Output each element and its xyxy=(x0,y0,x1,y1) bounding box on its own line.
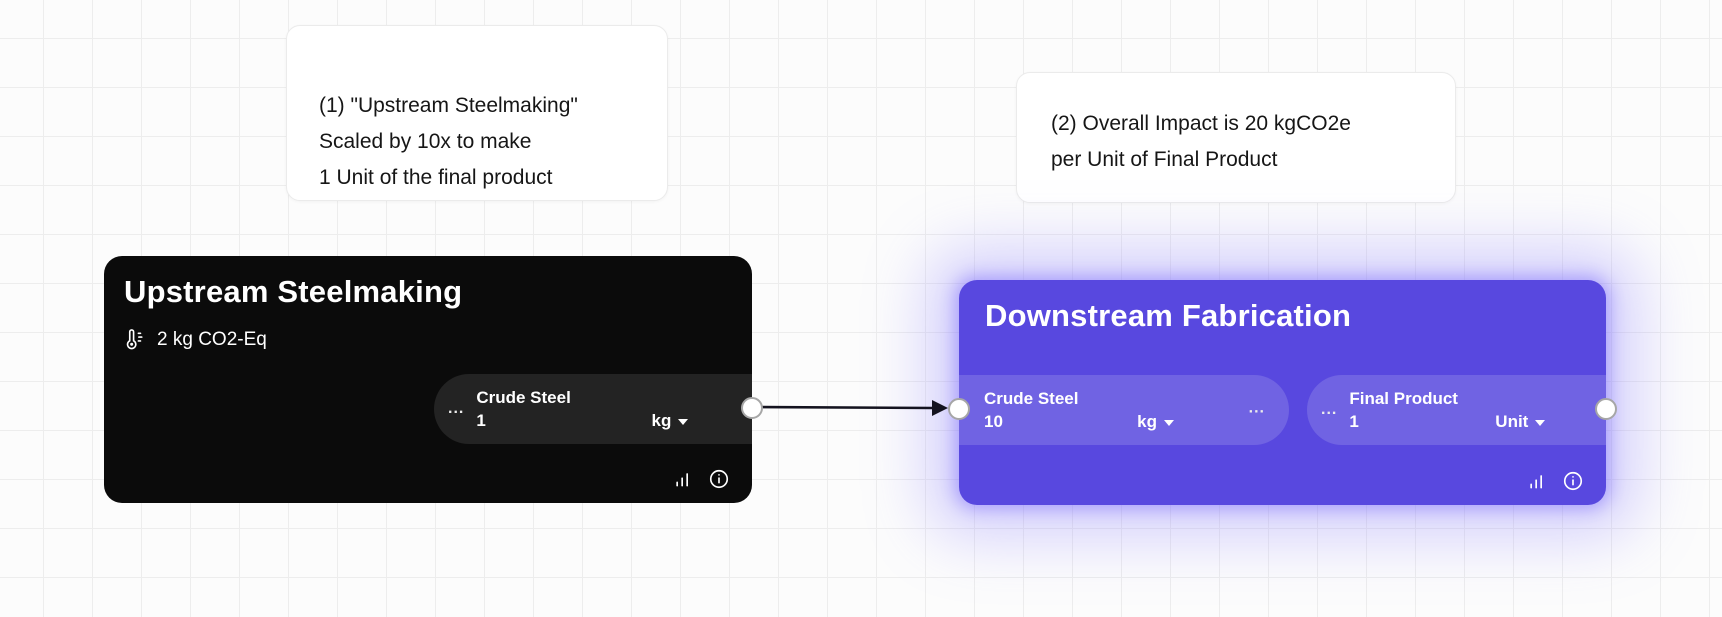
bar-chart-icon[interactable] xyxy=(1527,471,1547,491)
node-title: Upstream Steelmaking xyxy=(124,274,463,309)
flow-value-row: 1 kg xyxy=(476,410,689,431)
annotation-note-2[interactable]: (2) Overall Impact is 20 kgCO2e per Unit… xyxy=(1016,72,1456,203)
impact-row: 2 kg CO2-Eq xyxy=(124,328,267,351)
chevron-down-icon xyxy=(1164,419,1174,426)
subnode-final-product-output[interactable]: ... Final Product 1 Unit xyxy=(1307,375,1606,445)
annotation-note-2-text: (2) Overall Impact is 20 kgCO2e per Unit… xyxy=(1051,112,1351,171)
chevron-down-icon xyxy=(1535,419,1546,426)
info-icon[interactable] xyxy=(1562,470,1584,492)
output-port[interactable] xyxy=(1595,398,1617,420)
node-upstream-steelmaking[interactable]: Upstream Steelmaking 2 kg CO2-Eq ... Cru… xyxy=(104,256,763,503)
node-title: Downstream Fabrication xyxy=(985,298,1352,333)
info-icon[interactable] xyxy=(708,468,730,490)
subnode-menu-icon[interactable]: ... xyxy=(1248,399,1265,417)
unit-label: Unit xyxy=(1495,411,1529,431)
node-footer xyxy=(673,468,730,490)
node-downstream-fabrication[interactable]: Downstream Fabrication Crude Steel 10 kg… xyxy=(948,280,1617,505)
unit-dropdown[interactable]: kg xyxy=(1137,412,1174,432)
input-port[interactable] xyxy=(948,398,970,420)
subnode-crude-steel-output[interactable]: ... Crude Steel 1 kg xyxy=(434,374,752,444)
subnode-menu-icon[interactable]: ... xyxy=(1321,401,1338,418)
quantity-field[interactable]: 1 xyxy=(476,410,486,430)
flow-label: Final Product xyxy=(1349,388,1458,408)
annotation-note-1[interactable]: (1) "Upstream Steelmaking" Scaled by 10x… xyxy=(286,25,668,201)
flow-label: Crude Steel xyxy=(476,387,571,407)
output-port[interactable] xyxy=(741,397,763,419)
impact-value: 2 kg CO2-Eq xyxy=(157,328,267,350)
subnode-body: Crude Steel 10 kg xyxy=(984,389,1174,432)
subnode-body: Crude Steel 1 kg xyxy=(476,387,689,431)
annotation-note-1-text: (1) "Upstream Steelmaking" Scaled by 10x… xyxy=(319,94,578,189)
unit-dropdown[interactable]: kg xyxy=(652,411,689,431)
bar-chart-icon[interactable] xyxy=(673,469,693,489)
node-footer xyxy=(1527,470,1584,492)
flow-value-row: 10 kg xyxy=(984,412,1174,432)
edge-upstream-to-downstream[interactable] xyxy=(740,388,965,428)
unit-dropdown[interactable]: Unit xyxy=(1495,411,1546,432)
flow-value-row: 1 Unit xyxy=(1349,411,1546,432)
unit-label: kg xyxy=(651,410,672,430)
subnode-body: Final Product 1 Unit xyxy=(1349,388,1546,432)
thermometer-sun-icon xyxy=(126,329,143,350)
flow-label: Crude Steel xyxy=(984,388,1079,408)
chevron-down-icon xyxy=(678,418,689,425)
subnode-crude-steel-input[interactable]: Crude Steel 10 kg ... xyxy=(959,375,1289,445)
arrowhead-icon xyxy=(932,400,948,416)
subnode-menu-icon[interactable]: ... xyxy=(448,400,465,417)
unit-label: kg xyxy=(1137,411,1157,431)
quantity-field[interactable]: 10 xyxy=(984,411,1003,431)
quantity-field[interactable]: 1 xyxy=(1349,411,1359,431)
